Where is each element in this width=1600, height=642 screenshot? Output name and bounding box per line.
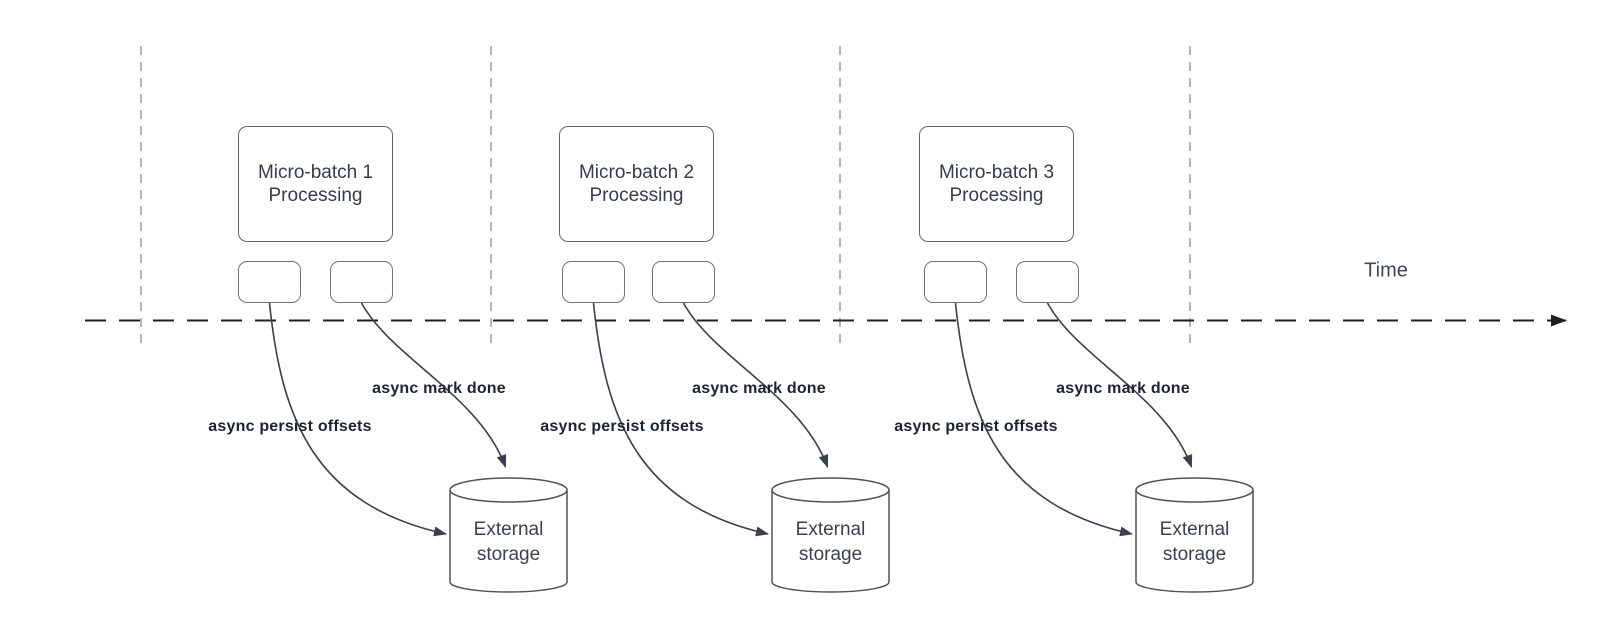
- micro-batch-2-offset-task-box: [562, 261, 625, 303]
- micro-batch-1-mark-done-label: async mark done: [372, 380, 506, 397]
- micro-batch-1-persist-offsets-label: async persist offsets: [208, 418, 372, 435]
- micro-batch-1-done-task-box: [330, 261, 393, 303]
- persist-offsets-arrow-2: [592, 302, 769, 537]
- micro-batch-1-title-line2: Processing: [268, 185, 363, 206]
- mark-done-arrow-2: [682, 302, 829, 468]
- micro-batch-2-mark-done-label: async mark done: [692, 380, 826, 397]
- persist-offsets-arrow-3: [954, 302, 1133, 537]
- micro-batch-2-title-line2: Processing: [589, 185, 684, 206]
- external-storage-3-label: External storage: [1159, 519, 1230, 565]
- micro-batch-3-title-line1: Micro-batch 3: [938, 162, 1055, 183]
- micro-batch-2-title-line1: Micro-batch 2: [578, 162, 695, 183]
- micro-batch-2-done-task-box: [652, 261, 715, 303]
- micro-batch-1-box: Micro-batch 1 Processing: [238, 126, 393, 242]
- external-storage-1-label: External storage: [473, 519, 544, 565]
- mark-done-arrow-3: [1046, 302, 1193, 468]
- micro-batch-3-title-line2: Processing: [949, 185, 1044, 206]
- external-storage-2-cylinder-top: [771, 477, 890, 503]
- mark-done-arrow-1: [360, 302, 507, 468]
- micro-batch-3-mark-done-label: async mark done: [1056, 380, 1190, 397]
- micro-batch-3-offset-task-box: [924, 261, 987, 303]
- micro-batch-3-persist-offsets-label: async persist offsets: [894, 418, 1058, 435]
- external-storage-3-cylinder-body: [1135, 490, 1254, 593]
- micro-batch-1-offset-task-box: [238, 261, 301, 303]
- persist-offsets-arrow-1: [268, 302, 447, 537]
- micro-batch-3-box: Micro-batch 3 Processing: [919, 126, 1074, 242]
- external-storage-3-cylinder-top: [1135, 477, 1254, 503]
- micro-batch-1-title-line1: Micro-batch 1: [257, 162, 374, 183]
- external-storage-2-cylinder-body: [771, 490, 890, 593]
- external-storage-1-cylinder-body: [449, 490, 568, 593]
- external-storage-1-cylinder-top: [449, 477, 568, 503]
- time-axis-label: Time: [1364, 259, 1408, 282]
- micro-batch-2-persist-offsets-label: async persist offsets: [540, 418, 704, 435]
- external-storage-2-label: External storage: [795, 519, 866, 565]
- micro-batch-3-done-task-box: [1016, 261, 1079, 303]
- micro-batch-2-box: Micro-batch 2 Processing: [559, 126, 714, 242]
